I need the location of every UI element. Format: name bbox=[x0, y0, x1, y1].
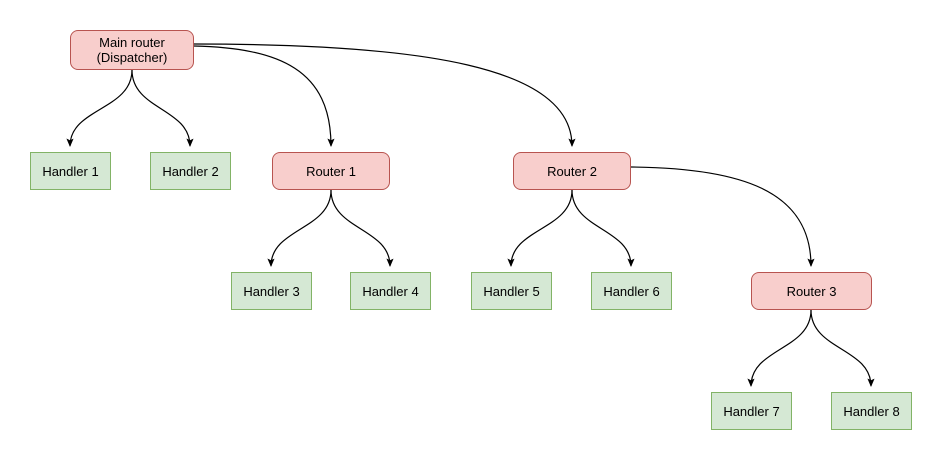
edge-router-2-to-handler-5 bbox=[507, 189, 573, 267]
node-label-router-2: Router 2 bbox=[547, 163, 597, 179]
node-handler-2[interactable]: Handler 2 bbox=[150, 152, 231, 190]
node-router-2[interactable]: Router 2 bbox=[513, 152, 631, 190]
edge-router-1-to-handler-3 bbox=[267, 189, 332, 267]
node-handler-3[interactable]: Handler 3 bbox=[231, 272, 312, 310]
node-label-handler-2: Handler 2 bbox=[162, 163, 219, 179]
node-label-handler-6: Handler 6 bbox=[603, 283, 660, 299]
node-label-handler-7: Handler 7 bbox=[723, 403, 780, 419]
node-label-handler-5: Handler 5 bbox=[483, 283, 540, 299]
node-label-router-1: Router 1 bbox=[306, 163, 356, 179]
node-handler-8[interactable]: Handler 8 bbox=[831, 392, 912, 430]
node-handler-5[interactable]: Handler 5 bbox=[471, 272, 552, 310]
node-label-handler-8: Handler 8 bbox=[843, 403, 900, 419]
edge-router-3-to-handler-7 bbox=[747, 309, 812, 387]
edge-router-2-to-router-3 bbox=[630, 166, 815, 267]
edge-router-2-to-handler-6 bbox=[571, 189, 635, 267]
edges-group bbox=[66, 43, 875, 387]
edge-main-router-to-handler-2 bbox=[131, 69, 194, 147]
node-handler-4[interactable]: Handler 4 bbox=[350, 272, 431, 310]
node-router-1[interactable]: Router 1 bbox=[272, 152, 390, 190]
node-label-main-router: Main router (Dispatcher) bbox=[96, 35, 168, 65]
edge-router-3-to-handler-8 bbox=[810, 309, 875, 387]
edge-router-1-to-handler-4 bbox=[330, 189, 394, 267]
edge-main-router-to-handler-1 bbox=[66, 69, 133, 147]
node-main-router[interactable]: Main router (Dispatcher) bbox=[70, 30, 194, 70]
node-label-handler-3: Handler 3 bbox=[243, 283, 300, 299]
node-handler-1[interactable]: Handler 1 bbox=[30, 152, 111, 190]
edge-main-router-to-router-2 bbox=[193, 43, 576, 147]
node-label-handler-4: Handler 4 bbox=[362, 283, 419, 299]
edge-main-router-to-router-1 bbox=[193, 45, 335, 147]
node-handler-6[interactable]: Handler 6 bbox=[591, 272, 672, 310]
node-label-handler-1: Handler 1 bbox=[42, 163, 99, 179]
node-router-3[interactable]: Router 3 bbox=[751, 272, 872, 310]
node-handler-7[interactable]: Handler 7 bbox=[711, 392, 792, 430]
node-label-router-3: Router 3 bbox=[786, 283, 837, 299]
